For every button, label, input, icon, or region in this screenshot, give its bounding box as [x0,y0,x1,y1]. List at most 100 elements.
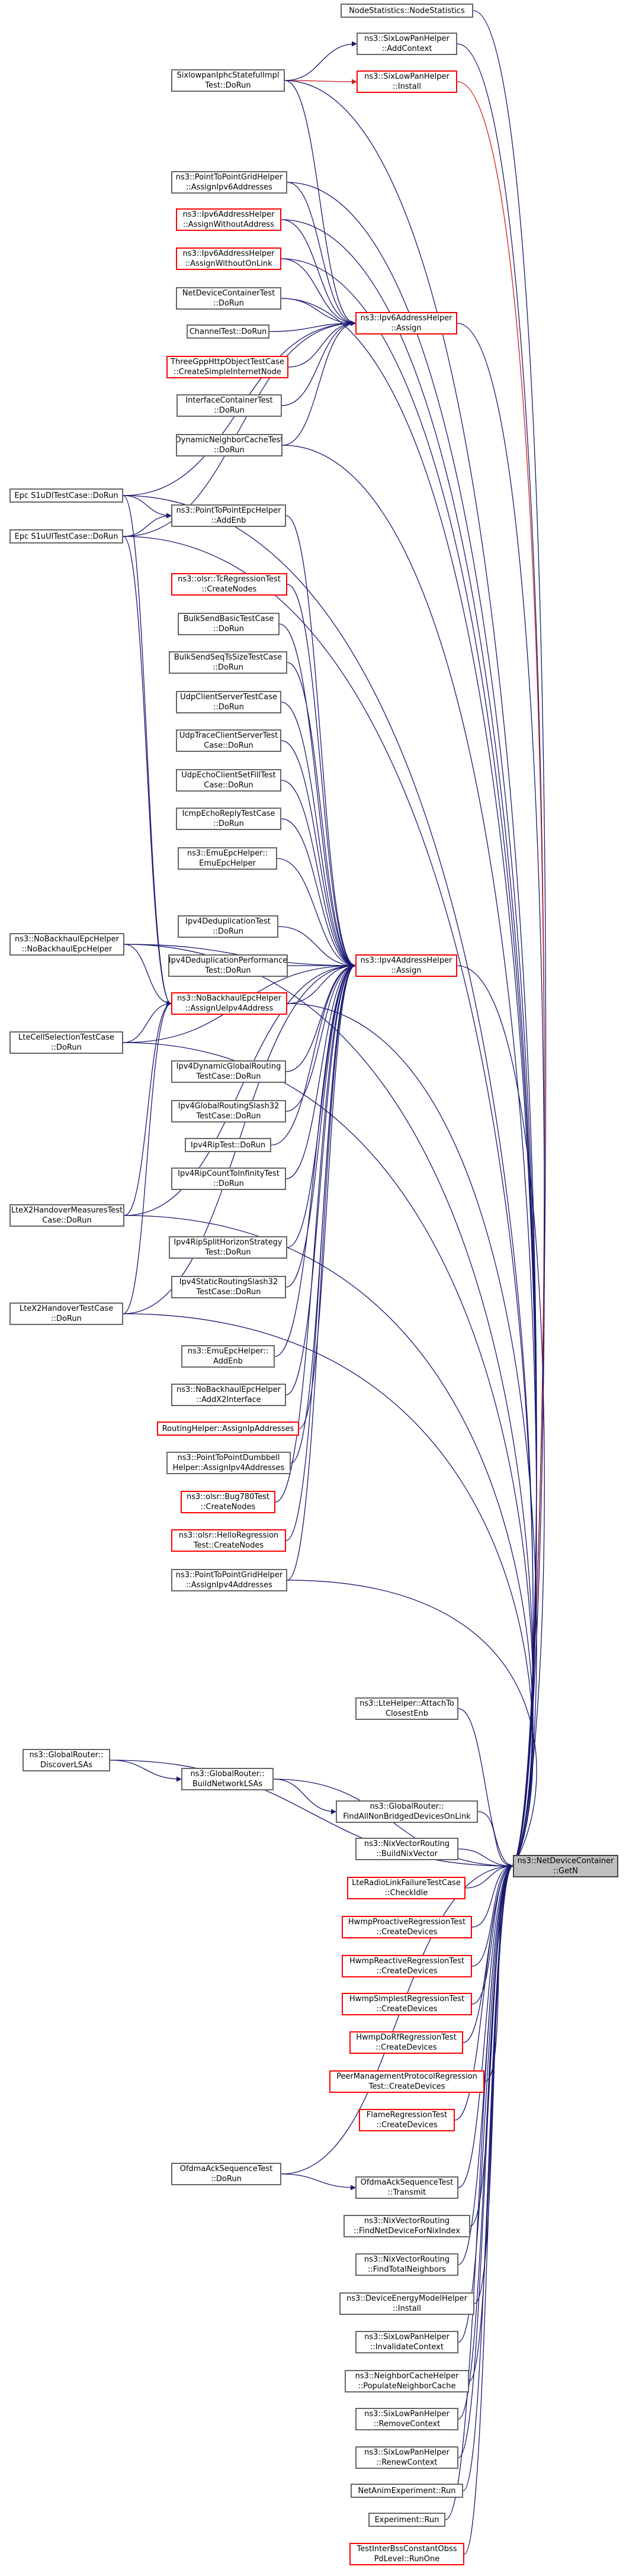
node-globalrouter-build-network-lsas[interactable]: ns3::GlobalRouter:: BuildNetworkLSAs [181,1768,274,1790]
node-ipv4-dedup-test[interactable]: Ipv4DeduplicationTest ::DoRun [178,915,278,938]
edge-icmpEcho-ipv4 [281,818,356,969]
edge-epcUl-nbassign [123,536,172,1006]
edge-lteAttach-target [458,1708,513,1869]
node-threegpp-http-test[interactable]: ThreeGppHttpObjectTestCase ::CreateSimpl… [166,356,288,378]
node-sixlowpan-invalidate-context[interactable]: ns3::SixLowPanHelper ::InvalidateContext [355,2331,458,2353]
edge-noBackhaulX2-ipv4 [285,963,356,1395]
node-udp-echo-client-test[interactable]: UdpEchoClientSetFillTest Case::DoRun [176,769,281,792]
node-device-energy-model-install[interactable]: ns3::DeviceEnergyModelHelper ::Install [339,2292,474,2315]
node-interfacecontainer-test[interactable]: InterfaceContainerTest ::DoRun [176,394,282,417]
node-ipv6-assign-without-address[interactable]: ns3::Ipv6AddressHelper ::AssignWithoutAd… [176,208,281,231]
edge-epcUl-ipv6 [123,320,356,537]
node-nix-build-nix-vector[interactable]: ns3::NixVectorRouting ::BuildNixVector [355,1838,458,1860]
edge-testIntf-target [464,1863,513,2555]
node-hwmp-reactive-test[interactable]: HwmpReactiveRegressionTest ::CreateDevic… [342,1955,472,1977]
node-hwmp-proactive-test[interactable]: HwmpProactiveRegressionTest ::CreateDevi… [342,1916,472,1938]
edge-sixInvalidate-target [458,1863,513,2343]
node-nodestatistics[interactable]: NodeStatistics::NodeStatistics [341,4,473,18]
node-olsr-hello-regression[interactable]: ns3::olsr::HelloRegression Test::CreateN… [171,1529,286,1552]
node-bulksend-basic-test[interactable]: BulkSendBasicTestCase ::DoRun [178,613,280,635]
edge-p2pGridIpv4-ipv4 [287,963,356,1581]
node-sixlowpan-renew-context[interactable]: ns3::SixLowPanHelper ::RenewContext [355,2446,458,2469]
edge-experiment-target [445,1863,513,2520]
node-netanim-experiment[interactable]: NetAnimExperiment::Run [351,2484,463,2498]
node-p2p-grid-assign-ipv4[interactable]: ns3::PointToPointGridHelper ::AssignIpv4… [171,1569,287,1591]
edge-lteX2Meas-getn-long [124,1215,534,1867]
node-peer-management-test[interactable]: PeerManagementProtocolRegression Test::C… [329,2070,484,2093]
node-hwmp-dorf-test[interactable]: HwmpDoRfRegressionTest ::CreateDevices [349,2031,463,2054]
node-emu-epc-helper-ctor[interactable]: ns3::EmuEpcHelper:: EmuEpcHelper [178,847,277,870]
edge-sixRenew-target [458,1863,513,2458]
node-ipv6addresshelper-assign[interactable]: ns3::Ipv6AddressHelper ::Assign [355,312,457,335]
edge-ipv4Rip-ipv4 [271,963,356,1146]
node-hwmp-simplest-test[interactable]: HwmpSimplestRegressionTest ::CreateDevic… [342,1993,472,2015]
node-ipv4addresshelper-assign[interactable]: ns3::Ipv4AddressHelper ::Assign [355,954,457,977]
node-sixlowpan-iphc-stateful-test[interactable]: SixlowpanIphcStatefulImpl Test::DoRun [171,69,285,92]
node-routinghelper-assign-ip[interactable]: RoutingHelper::AssignIpAddresses [157,1422,299,1436]
node-ofdma-ack-sequence-transmit[interactable]: OfdmaAckSequenceTest ::Transmit [355,2176,458,2199]
node-epc-s1u-ul-test[interactable]: Epc S1uUlTestCase::DoRun [9,529,123,543]
node-netdevicecontainer-getn[interactable]: ns3::NetDeviceContainer ::GetN [513,1855,618,1877]
node-ipv4-dedup-perf-test[interactable]: Ipv4DeduplicationPerformance Test::DoRun [168,954,288,977]
node-ofdma-ack-sequence-test-dorun[interactable]: OfdmaAckSequenceTest ::DoRun [171,2163,281,2185]
node-ipv6-assign-without-onlink[interactable]: ns3::Ipv6AddressHelper ::AssignWithoutOn… [176,247,281,270]
edge-emuEpcCtor-ipv4 [277,858,356,969]
node-udp-trace-client-server-test[interactable]: UdpTraceClientServerTest Case::DoRun [176,729,281,752]
node-ipv4-rip-test[interactable]: Ipv4RipTest::DoRun [185,1138,271,1152]
edge-routingHelper-ipv4 [298,963,356,1429]
node-channel-test[interactable]: ChannelTest::DoRun [187,324,269,339]
node-emu-epc-addenb[interactable]: ns3::EmuEpcHelper:: AddEnb [181,1345,275,1368]
node-test-interbss-obss[interactable]: TestInterBssConstantObss PdLevel::RunOne [349,2543,464,2565]
node-sixlowpan-addcontext[interactable]: ns3::SixLowPanHelper ::AddContext [357,33,457,55]
node-lte-cell-selection-test[interactable]: LteCellSelectionTestCase ::DoRun [9,1031,123,1054]
node-ipv4-dynamic-global-routing-test[interactable]: Ipv4DynamicGlobalRouting TestCase::DoRun [171,1060,286,1083]
node-nobackhaul-assign-ue-ipv4[interactable]: ns3::NoBackhaulEpcHelper ::AssignUeIpv4A… [171,992,287,1015]
edge-hwmpProactive-target [471,1863,513,1928]
node-dynamic-neighbor-cache-test[interactable]: DynamicNeighborCacheTest ::DoRun [176,434,282,456]
edge-ipv4GlobalSlash-ipv4 [285,963,356,1112]
node-icmp-echo-reply-test[interactable]: IcmpEchoReplyTestCase ::DoRun [176,808,281,830]
node-bulksend-seq-test[interactable]: BulkSendSeqTsSizeTestCase ::DoRun [169,651,287,674]
node-nobackhaul-add-x2-interface[interactable]: ns3::NoBackhaulEpcHelper ::AddX2Interfac… [171,1384,286,1406]
node-p2p-grid-assign-ipv6[interactable]: ns3::PointToPointGridHelper ::AssignIpv6… [171,171,287,194]
node-udp-client-server-test[interactable]: UdpClientServerTestCase ::DoRun [176,691,281,713]
node-ipv4-static-routing-slash32-test[interactable]: Ipv4StaticRoutingSlash32 TestCase::DoRun [171,1276,286,1298]
node-olsr-bug780-test[interactable]: ns3::olsr::Bug780Test ::CreateNodes [181,1491,275,1513]
node-globalrouter-find-nonbridged[interactable]: ns3::GlobalRouter:: FindAllNonBridgedDev… [336,1800,478,1823]
node-netdevicecontainer-test[interactable]: NetDeviceContainerTest ::DoRun [176,287,281,310]
node-nix-find-netdevice[interactable]: ns3::NixVectorRouting ::FindNetDeviceFor… [344,2215,470,2237]
edge-dynNeighbor-ipv6 [282,320,356,446]
edge-lteCellSel-nbassign [123,1001,172,1043]
node-lte-x2-handover-measures-test[interactable]: LteX2HandoverMeasuresTest Case::DoRun [9,1204,124,1227]
node-lte-radio-link-failure-test[interactable]: LteRadioLinkFailureTestCase ::CheckIdle [347,1877,466,1899]
edge-noBackhaulCtor-getn-long [124,944,534,1867]
node-epc-s1u-dl-test[interactable]: Epc S1uDlTestCase::DoRun [9,488,123,503]
node-ipv4-global-routing-slash32-test[interactable]: Ipv4GlobalRoutingSlash32 TestCase::DoRun [171,1100,286,1123]
edge-ipv6WithoutOnLink-ipv6 [281,258,356,326]
node-lte-x2-handover-test[interactable]: LteX2HandoverTestCase ::DoRun [9,1303,123,1325]
edge-dl-p2pepc [123,495,172,519]
edge-threeGpp-ipv6 [288,320,356,368]
node-olsr-tc-regression[interactable]: ns3::olsr::TcRegressionTest ::CreateNode… [171,573,287,596]
edge-noBackhaulCtor-nbassign [124,944,172,1006]
node-ipv4-rip-count-to-infinity-test[interactable]: Ipv4RipCountToInfinityTest ::DoRun [171,1168,286,1190]
node-p2p-epc-addenb[interactable]: ns3::PointToPointEpcHelper ::AddEnb [171,504,286,527]
edge-globalFind-target [477,1811,513,1869]
node-p2p-dumbbell-assign-ipv4[interactable]: ns3::PointToPointDumbbell Helper::Assign… [166,1452,291,1474]
node-experiment-run[interactable]: Experiment::Run [368,2513,445,2527]
node-globalrouter-discover-lsas[interactable]: ns3::GlobalRouter:: DiscoverLSAs [23,1749,110,1771]
node-sixlowpan-install[interactable]: ns3::SixLowPanHelper ::Install [357,70,457,93]
node-lte-attach-closest-enb[interactable]: ns3::LteHelper::AttachTo ClosestEnb [355,1697,458,1720]
edge-discover-build [110,1760,182,1782]
node-nobackhaul-epc-helper-ctor[interactable]: ns3::NoBackhaulEpcHelper ::NoBackhaulEpc… [9,933,124,956]
node-flame-regression-test[interactable]: FlameRegressionTest ::CreateDevices [359,2109,455,2131]
edge-lteX2-nbassign [123,1001,172,1314]
edge-nixBuild-target [458,1848,513,1869]
node-ipv4-rip-split-horizon-test[interactable]: Ipv4RipSplitHorizonStrategy Test::DoRun [169,1236,287,1259]
edge-ipv4RipCount-ipv4 [285,963,356,1179]
node-neighbor-cache-populate[interactable]: ns3::NeighborCacheHelper ::PopulateNeigh… [345,2370,469,2392]
edge-p2pEpc-ipv4 [285,515,356,969]
node-sixlowpan-remove-context[interactable]: ns3::SixLowPanHelper ::RemoveContext [355,2408,458,2430]
node-nix-find-total-neighbors[interactable]: ns3::NixVectorRouting ::FindTotalNeighbo… [355,2253,458,2276]
edge-lteX2Meas-nbassign [124,1001,172,1216]
